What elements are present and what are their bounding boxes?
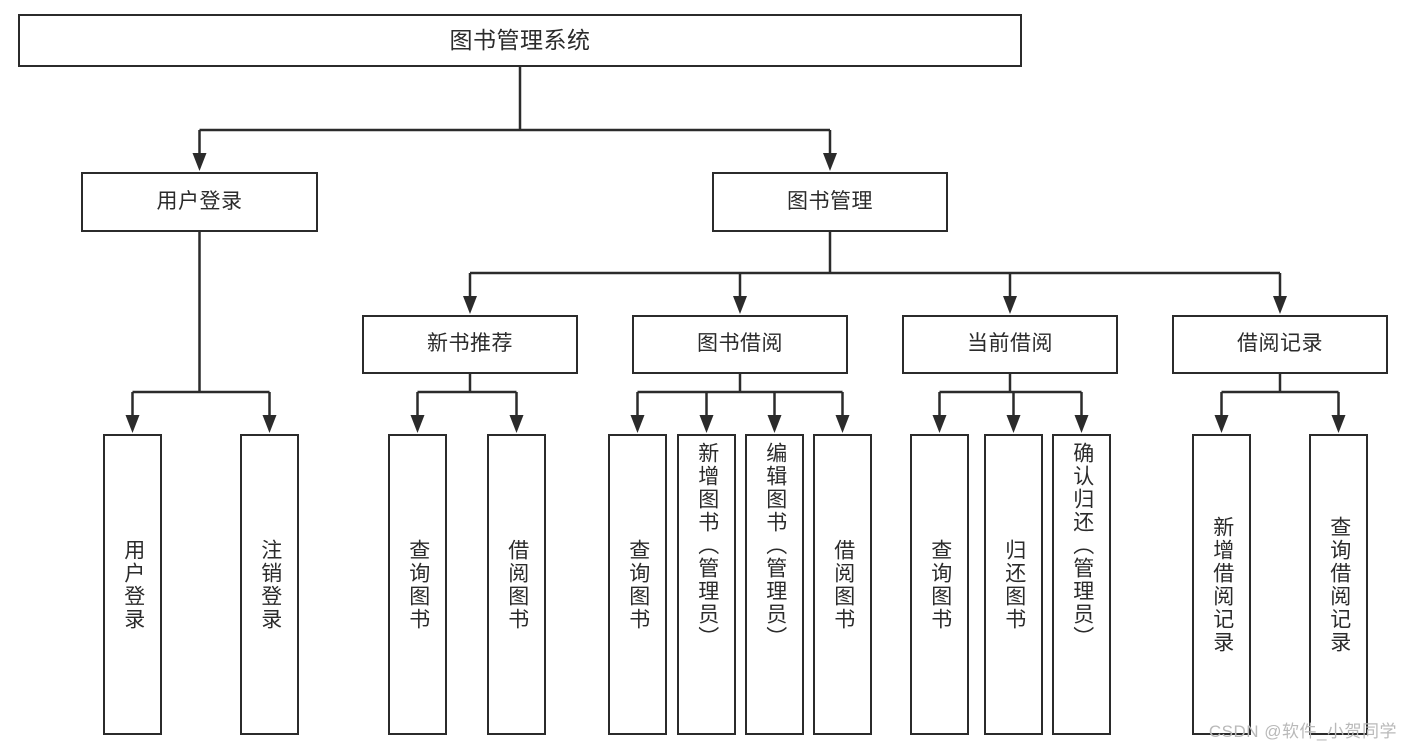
arrowhead-n-new-book-rec — [463, 296, 477, 314]
node-leaf-user-login[interactable]: 用户登录 — [103, 434, 162, 735]
node-leaf-query-book-2[interactable]: 查询图书 — [608, 434, 667, 735]
node-label: 确认归还（管理员） — [1070, 442, 1094, 649]
node-n-new-book-rec[interactable]: 新书推荐 — [362, 315, 578, 374]
node-leaf-return-book[interactable]: 归还图书 — [984, 434, 1043, 735]
arrowhead-n-current-borrow — [1003, 296, 1017, 314]
node-label: 查询图书 — [928, 538, 952, 631]
node-label: 当前借阅 — [967, 332, 1053, 356]
arrowhead-leaf-query-record — [1331, 415, 1346, 433]
node-label: 借阅图书 — [831, 538, 855, 631]
node-leaf-query-book-3[interactable]: 查询图书 — [910, 434, 969, 735]
node-label: 用户登录 — [121, 538, 145, 631]
arrowhead-n-book-borrow — [733, 296, 747, 314]
arrowhead-leaf-add-book — [699, 415, 714, 433]
node-n-book-manage[interactable]: 图书管理 — [712, 172, 948, 232]
node-n-current-borrow[interactable]: 当前借阅 — [902, 315, 1118, 374]
node-label: 借阅记录 — [1237, 332, 1323, 356]
arrowhead-n-borrow-record — [1273, 296, 1287, 314]
node-n-borrow-record[interactable]: 借阅记录 — [1172, 315, 1388, 374]
node-n-user-login[interactable]: 用户登录 — [81, 172, 318, 232]
node-leaf-add-book[interactable]: 新增图书（管理员） — [677, 434, 736, 735]
node-leaf-edit-book[interactable]: 编辑图书（管理员） — [745, 434, 804, 735]
node-label: 查询借阅记录 — [1327, 515, 1351, 654]
node-label: 归还图书 — [1002, 538, 1026, 631]
node-leaf-borrow-book-1[interactable]: 借阅图书 — [487, 434, 546, 735]
node-label: 新书推荐 — [427, 332, 513, 356]
arrowhead-leaf-edit-book — [767, 415, 782, 433]
node-label: 用户登录 — [156, 189, 243, 213]
arrowhead-leaf-borrow-book-2 — [835, 415, 850, 433]
node-label: 图书管理系统 — [449, 26, 591, 53]
node-label: 新增图书（管理员） — [695, 442, 719, 649]
node-label: 编辑图书（管理员） — [763, 442, 787, 649]
arrowhead-n-book-manage — [823, 153, 837, 171]
node-leaf-logout[interactable]: 注销登录 — [240, 434, 299, 735]
arrowhead-leaf-confirm-return — [1074, 415, 1089, 433]
arrowhead-leaf-query-book-1 — [410, 415, 425, 433]
node-label: 借阅图书 — [505, 538, 529, 631]
node-label: 查询图书 — [626, 538, 650, 631]
arrowhead-leaf-query-book-3 — [932, 415, 947, 433]
arrowhead-leaf-borrow-book-1 — [509, 415, 524, 433]
node-label: 图书借阅 — [697, 332, 783, 356]
node-label: 新增借阅记录 — [1210, 515, 1234, 654]
node-label: 注销登录 — [258, 538, 282, 631]
arrowhead-leaf-user-login — [125, 415, 140, 433]
arrowhead-leaf-add-record — [1214, 415, 1229, 433]
node-label: 图书管理 — [787, 189, 873, 213]
node-leaf-borrow-book-2[interactable]: 借阅图书 — [813, 434, 872, 735]
node-root[interactable]: 图书管理系统 — [18, 14, 1022, 67]
node-leaf-query-record[interactable]: 查询借阅记录 — [1309, 434, 1368, 735]
node-label: 查询图书 — [406, 538, 430, 631]
node-leaf-confirm-return[interactable]: 确认归还（管理员） — [1052, 434, 1111, 735]
arrowhead-leaf-logout — [262, 415, 277, 433]
arrowhead-leaf-query-book-2 — [630, 415, 645, 433]
csdn-watermark: CSDN @软件_小贺同学 — [1208, 722, 1397, 741]
node-leaf-query-book-1[interactable]: 查询图书 — [388, 434, 447, 735]
node-n-book-borrow[interactable]: 图书借阅 — [632, 315, 848, 374]
arrowhead-leaf-return-book — [1006, 415, 1021, 433]
arrowhead-n-user-login — [192, 153, 207, 171]
node-leaf-add-record[interactable]: 新增借阅记录 — [1192, 434, 1251, 735]
